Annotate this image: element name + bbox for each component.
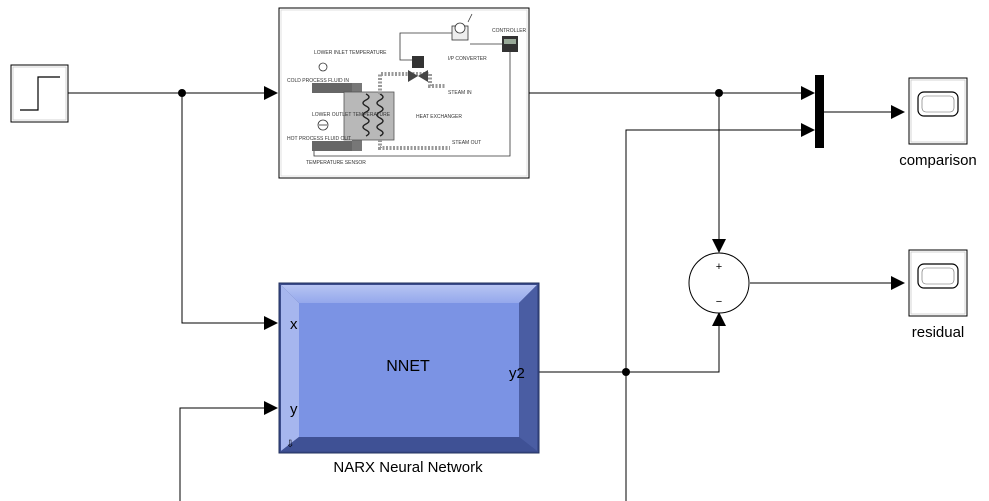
label-hot-process: HOT PROCESS FLUID OUT bbox=[287, 136, 351, 142]
label-lower-inlet: LOWER INLET TEMPERATURE bbox=[314, 50, 387, 56]
mux-block[interactable] bbox=[815, 75, 824, 148]
nnet-output-y2-label: y2 bbox=[509, 365, 525, 382]
nnet-mask-icon: ⇩ bbox=[286, 439, 294, 450]
label-ip-converter: I/P CONVERTER bbox=[448, 56, 487, 62]
nnet-title: NNET bbox=[386, 358, 430, 375]
label-heat-exchanger: HEAT EXCHANGER bbox=[416, 114, 462, 120]
nnet-caption: NARX Neural Network bbox=[333, 459, 483, 476]
label-controller: CONTROLLER bbox=[492, 28, 527, 34]
nnet-block[interactable]: ⇩ NNET x y y2 bbox=[278, 282, 540, 454]
plant-image-block[interactable]: LOWER INLET TEMPERATURE COLD PROCESS FLU… bbox=[278, 7, 530, 179]
step-source-block[interactable] bbox=[10, 64, 69, 123]
label-lower-outlet: LOWER OUTLET TEMPERATURE bbox=[312, 112, 391, 118]
scope-residual-block[interactable] bbox=[908, 249, 968, 317]
plant-labels: LOWER INLET TEMPERATURE COLD PROCESS FLU… bbox=[287, 28, 527, 166]
signal-lines bbox=[68, 92, 896, 501]
scope-comparison-caption: comparison bbox=[899, 152, 977, 169]
arrow-heads bbox=[264, 86, 905, 415]
label-steam-out: STEAM OUT bbox=[452, 140, 481, 146]
heat-exchanger-illustration bbox=[312, 13, 518, 157]
step-icon bbox=[20, 76, 60, 111]
sum-plus-sign: + bbox=[716, 261, 722, 273]
nnet-input-x-label: x bbox=[290, 316, 298, 333]
nnet-input-y-label: y bbox=[290, 401, 298, 418]
label-temp-sensor: TEMPERATURE SENSOR bbox=[306, 160, 366, 166]
sum-minus-sign: − bbox=[716, 296, 722, 308]
scope-comparison-block[interactable] bbox=[908, 77, 968, 145]
label-cold-process: COLD PROCESS FLUID IN bbox=[287, 78, 349, 84]
label-steam-in: STEAM IN bbox=[448, 90, 472, 96]
sum-block[interactable]: + − bbox=[688, 252, 750, 314]
scope-residual-caption: residual bbox=[912, 324, 965, 341]
junction-dots bbox=[178, 89, 723, 376]
